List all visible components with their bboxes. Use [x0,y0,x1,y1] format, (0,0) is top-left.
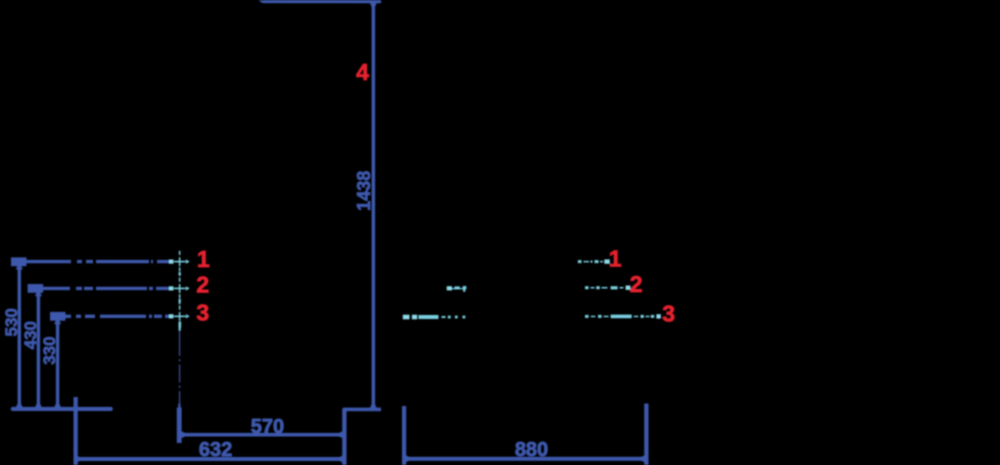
svg-text:3: 3 [662,301,675,327]
svg-text:3: 3 [196,300,209,326]
svg-text:4: 4 [356,59,369,85]
svg-text:2: 2 [196,272,209,298]
svg-text:1: 1 [197,246,210,272]
svg-text:1438: 1438 [354,171,374,211]
svg-text:2: 2 [630,271,643,297]
svg-text:632: 632 [199,439,232,461]
svg-text:330: 330 [40,336,59,364]
svg-text:1: 1 [609,246,622,272]
svg-text:570: 570 [251,416,284,438]
svg-text:880: 880 [515,439,548,461]
svg-text:430: 430 [21,321,40,349]
svg-text:530: 530 [2,308,21,336]
